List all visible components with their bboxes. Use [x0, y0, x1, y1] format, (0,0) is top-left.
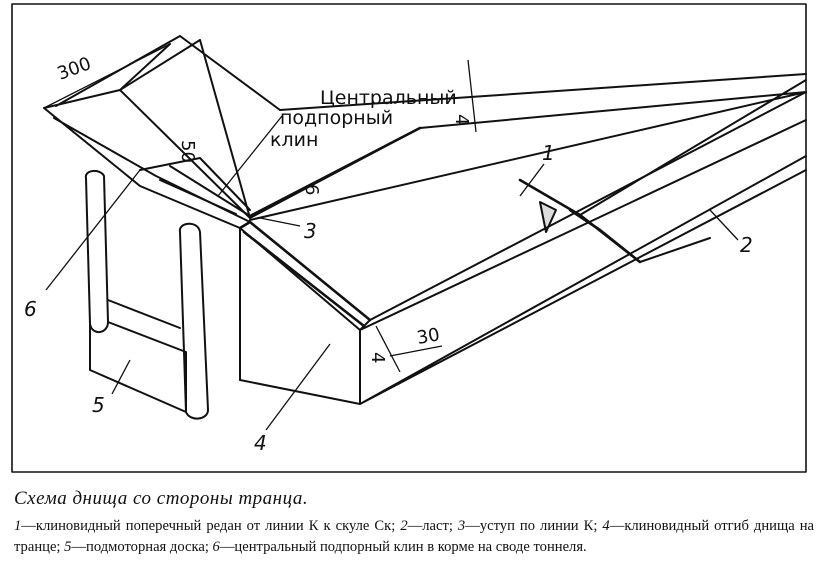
- dim-30-line: [389, 345, 443, 357]
- dim-300-line: [43, 43, 171, 109]
- callout-5: 5: [92, 393, 105, 417]
- legend-item-4: 4—клиновидный отгиб днища на транце;: [14, 518, 814, 555]
- leader-5: [111, 359, 131, 395]
- leader-6: [45, 169, 141, 291]
- dim-4-bottom-line: [375, 325, 401, 373]
- dim-30: 30: [415, 324, 441, 349]
- motor-board-right: [178, 222, 209, 420]
- central-wedge-shape: [139, 157, 251, 217]
- label-central-3: клин: [270, 129, 318, 151]
- wedge-bend-line: [238, 220, 372, 328]
- step-line: [248, 126, 422, 218]
- leader-2: [709, 209, 739, 241]
- label-central-2: подпорный: [280, 107, 393, 129]
- dim-50: 50: [177, 140, 198, 163]
- bottom-panel-upper-lines: [119, 39, 807, 263]
- leader-1: [519, 163, 545, 197]
- last-strip: [518, 178, 642, 264]
- leader-central: [217, 115, 283, 197]
- legend-item-3: 3—уступ по линии К;: [457, 518, 598, 534]
- callout-3: 3: [304, 219, 317, 243]
- transom-box: [239, 91, 807, 405]
- callout-4: 4: [254, 431, 267, 455]
- callout-1: 1: [542, 141, 555, 165]
- frame-border: [11, 3, 807, 473]
- motor-board-left: [84, 170, 109, 333]
- callout-6: 6: [24, 297, 37, 321]
- dim-300: 300: [55, 53, 94, 84]
- legend-item-2: 2—ласт;: [400, 518, 458, 534]
- bottom-scheme-drawing: 300 50 6 4 4 30 1 2 3 4 5 6 Центральный …: [11, 3, 807, 473]
- leader-4: [265, 343, 331, 431]
- legend-item-1: 1—клиновидный поперечный редан от линии …: [14, 518, 401, 534]
- transverse-step: [539, 201, 557, 233]
- callout-2: 2: [740, 233, 753, 257]
- label-central-1: Центральный: [320, 87, 457, 109]
- dim-4-top-line: [467, 59, 477, 133]
- leader-3: [259, 217, 301, 227]
- tunnel-lines: [43, 35, 281, 229]
- dim-4-bottom: 4: [367, 352, 388, 363]
- legend-item-5: 5—подмоторная доска;: [64, 539, 213, 555]
- dim-6: 6: [301, 184, 322, 195]
- figure-caption-title: Схема днища со стороны транца.: [14, 488, 309, 509]
- legend-item-6: 6—центральный подпорный клин в корме на …: [212, 539, 587, 555]
- figure-legend: 1—клиновидный поперечный редан от линии …: [14, 516, 814, 558]
- motor-board-plank: [89, 299, 187, 413]
- dim-4-top: 4: [451, 114, 472, 125]
